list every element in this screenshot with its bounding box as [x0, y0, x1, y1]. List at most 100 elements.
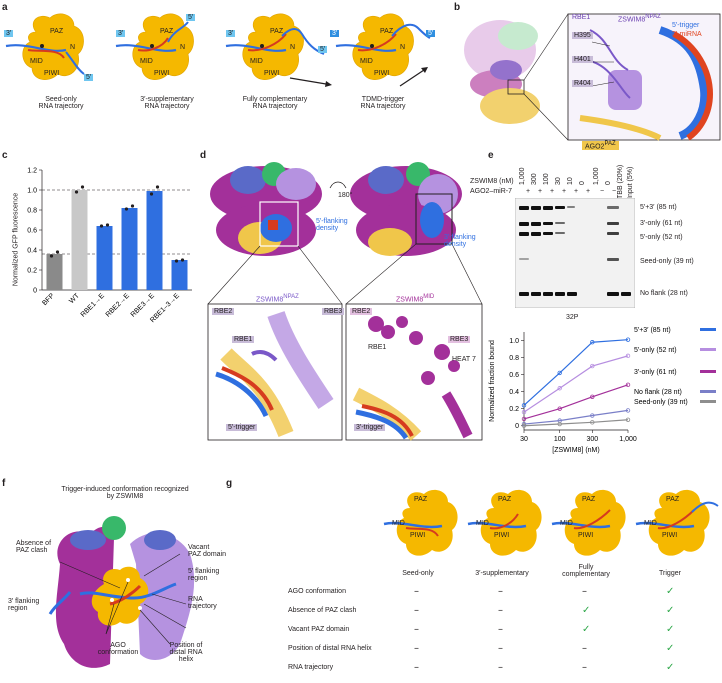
e-data-point: [521, 423, 527, 428]
e-ytick-label: 0.2: [509, 406, 519, 413]
e-band-4: Seed-only (39 nt): [640, 258, 694, 265]
e-legend-swatch: [700, 348, 716, 351]
e-ago-label: AGO2–miR-7: [470, 188, 513, 195]
panel-d-structures: [207, 162, 483, 441]
e-tbb-label: TBB (20%): [617, 164, 624, 199]
e-ytick-label: 0.4: [509, 389, 519, 396]
e-data-point: [521, 403, 527, 408]
e-data-point: [625, 353, 631, 359]
e-lane-ago: +: [574, 188, 579, 195]
a-paz-label-2: PAZ: [160, 28, 174, 35]
a-3prime-badge-2: 3′: [116, 30, 126, 37]
b-h401-label: H401: [572, 56, 593, 63]
e-series-line: [523, 339, 629, 406]
panel-label-f: f: [2, 478, 6, 489]
g-row-label: Vacant PAZ domain: [288, 626, 350, 633]
a-5prime-badge-4: 5′: [426, 30, 436, 37]
a-n-label-3: N: [290, 44, 296, 51]
c-data-point: [155, 185, 160, 189]
d-right-trigger: 3′-trigger: [354, 424, 386, 431]
g-dash-cell: –: [582, 662, 587, 673]
g-dash-cell: –: [498, 624, 503, 635]
c-bar: [171, 260, 188, 290]
g-piwi-2: PIWI: [494, 532, 510, 539]
g-check-icon: ✓: [666, 605, 675, 616]
g-dash-cell: –: [498, 605, 503, 616]
e-xtick-label: 100: [554, 436, 566, 443]
e-lane-ago: +: [550, 188, 555, 195]
g-check-icon: ✓: [582, 605, 591, 616]
e-lane-conc: 1,000: [519, 167, 526, 185]
e-series-line: [523, 409, 629, 425]
g-paz-4: PAZ: [666, 496, 680, 503]
e-legend-swatch: [700, 390, 716, 393]
e-lane-ago: +: [562, 188, 567, 195]
g-check-icon: ✓: [666, 586, 675, 597]
g-piwi-4: PIWI: [662, 532, 678, 539]
f-schematic: [48, 516, 195, 668]
b-zswim8-label: ZSWIM8NPAZ: [618, 14, 661, 24]
e-lane-conc: 300: [531, 173, 538, 185]
e-input-label: Input (5%): [627, 166, 634, 199]
e-lane-conc: 30: [555, 177, 562, 185]
e-series-line: [523, 384, 629, 420]
c-ytick-label: 0.4: [27, 248, 37, 255]
e-data-point: [521, 409, 527, 415]
g-row-label: AGO conformation: [288, 588, 346, 595]
g-paz-2: PAZ: [498, 496, 512, 503]
c-data-point: [180, 258, 185, 262]
c-data-point: [55, 250, 60, 254]
a-mid-label-4: MID: [360, 58, 373, 65]
e-lane-ago: −: [612, 188, 617, 195]
c-data-point: [174, 259, 179, 263]
a-5prime-badge-2: 5′: [186, 14, 196, 21]
e-data-point: [590, 420, 595, 425]
c-bar: [96, 226, 113, 290]
d-right-rbe2: RBE2: [350, 308, 373, 315]
a-paz-label-4: PAZ: [380, 28, 394, 35]
e-lane-conc: 100: [543, 173, 550, 185]
a-piwi-label-2: PIWI: [154, 70, 170, 77]
c-bar: [146, 191, 163, 290]
c-ytick-label: 0.6: [27, 228, 37, 235]
e-data-point: [625, 417, 631, 422]
panel-label-a: a: [2, 2, 8, 13]
e-data-point: [590, 394, 595, 399]
e-xtick-label: 1,000: [619, 436, 637, 443]
c-ytick-label: 1.2: [27, 168, 37, 175]
e-data-point: [557, 406, 562, 411]
e-legend-label: 3′-only (61 nt): [634, 369, 677, 376]
d-right-rbe1: RBE1: [368, 344, 387, 351]
b-h395-label: H395: [572, 32, 593, 39]
e-lane-conc: 0: [605, 181, 612, 185]
e-legend-label: 5′-only (52 nt): [634, 347, 677, 354]
e-data-point: [590, 363, 595, 369]
panel-b-structure: [464, 13, 721, 141]
g-dash-cell: –: [498, 662, 503, 673]
e-legend-label: Seed-only (39 nt): [634, 399, 688, 406]
e-ylabel: Normalized fraction bound: [489, 340, 496, 422]
a-paz-label: PAZ: [50, 28, 64, 35]
e-series-line: [523, 355, 629, 413]
a-paz-label-3: PAZ: [270, 28, 284, 35]
e-xtick-label: 30: [520, 436, 528, 443]
c-bar: [121, 208, 138, 290]
e-lane-labels: 1,000+300+100+30+10+0+1,000−0−TBB (20%)I…: [519, 156, 640, 199]
g-check-icon: ✓: [582, 624, 591, 635]
e-ytick-label: 1.0: [509, 338, 519, 345]
g-dash-cell: –: [414, 643, 419, 654]
e-legend-swatch: [700, 400, 716, 403]
g-paz-1: PAZ: [414, 496, 428, 503]
c-ytick-label: 0.8: [27, 208, 37, 215]
e-band-3: 5′-only (52 nt): [640, 234, 683, 241]
